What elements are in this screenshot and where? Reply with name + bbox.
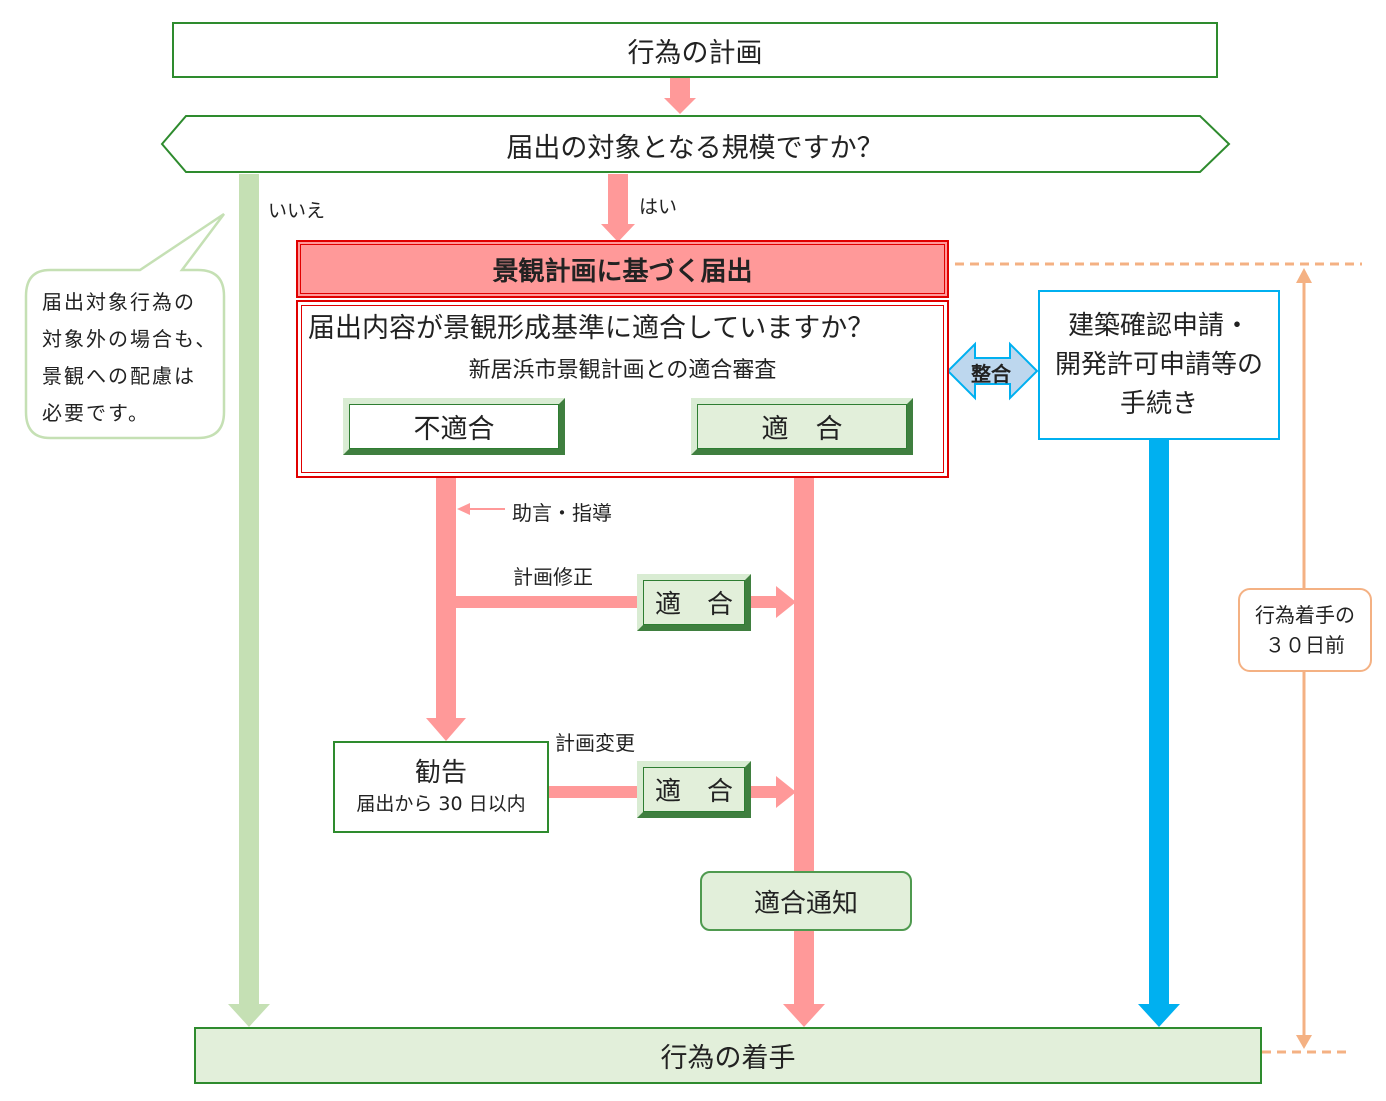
deadline-line: 行為着手の — [1255, 603, 1355, 627]
building-line: 手続き — [1119, 388, 1198, 419]
compliance-notice: 適合通知 — [700, 871, 912, 931]
compliant-label: 適 合 — [761, 414, 843, 445]
branch-no-label: いいえ — [268, 200, 326, 222]
scale-question: 届出の対象となる規模ですか？ — [506, 133, 884, 164]
plan-change-frame — [643, 767, 745, 812]
noncompliant-label: 不適合 — [413, 414, 495, 445]
plan-fix-result: 適 合 — [637, 574, 751, 631]
advice-label: 助言・指導 — [512, 501, 612, 525]
deadline-box: 行為着手の ３０日前 — [1238, 588, 1372, 672]
end-label: 行為の着手 — [660, 1043, 796, 1074]
review-question: 届出内容が景観形成基準に適合していますか？ — [308, 313, 875, 344]
recommendation-box: 勧告 届出から 30 日以内 — [333, 741, 549, 833]
plan-change-label: 計画変更 — [555, 731, 635, 755]
recommendation-sub: 届出から 30 日以内 — [356, 793, 526, 815]
deadline-line: ３０日前 — [1265, 633, 1345, 657]
note-line: 届出対象行為の — [42, 290, 196, 314]
note-text: 届出対象行為の 対象外の場合も、 景観への配慮は 必要です。 — [42, 284, 217, 432]
noncompliant-frame — [349, 404, 559, 449]
note-line: 必要です。 — [42, 401, 150, 425]
branch-yes-label: はい — [639, 196, 678, 218]
noncompliant-button: 不適合 — [343, 398, 565, 455]
plan-change-result: 適 合 — [637, 761, 751, 818]
building-line: 開発許可申請等の — [1054, 349, 1263, 380]
recommendation-title: 勧告 — [414, 758, 467, 788]
plan-fix-frame — [643, 580, 745, 625]
notification-title-box: 景観計画に基づく届出 — [296, 240, 949, 298]
note-line: 対象外の場合も、 — [42, 327, 218, 351]
note-line: 景観への配慮は — [42, 364, 196, 388]
compliant-frame — [697, 404, 907, 449]
start-label: 行為の計画 — [627, 37, 763, 69]
review-subtitle: 新居浜市景観計画との適合審査 — [468, 358, 777, 383]
plan-change-result-label: 適 合 — [654, 777, 733, 807]
notification-title: 景観計画に基づく届出 — [492, 256, 753, 287]
plan-fix-label: 計画修正 — [513, 565, 593, 589]
start-box: 行為の計画 — [172, 22, 1218, 78]
building-permit-box: 建築確認申請・ 開発許可申請等の 手続き — [1038, 290, 1280, 440]
building-line: 建築確認申請・ — [1067, 310, 1250, 341]
compliant-button: 適 合 — [691, 398, 913, 455]
compliance-notice-label: 適合通知 — [753, 888, 858, 919]
end-box: 行為の着手 — [194, 1027, 1262, 1084]
plan-fix-result-label: 適 合 — [654, 590, 733, 620]
coordination-label: 整合 — [971, 362, 1011, 386]
